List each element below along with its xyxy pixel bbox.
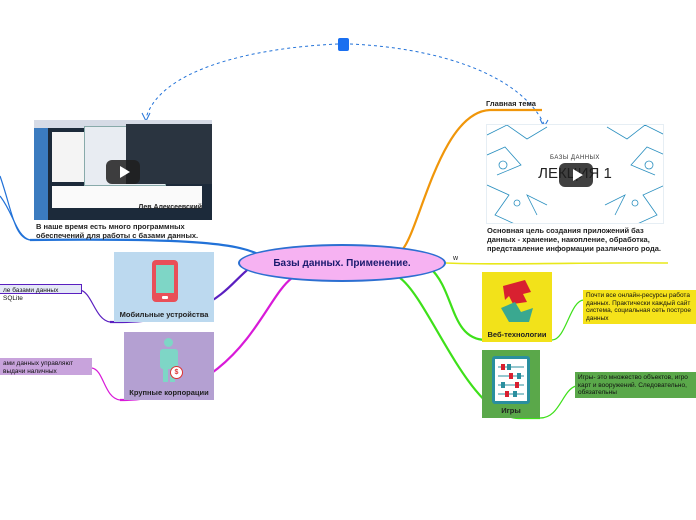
corporations-tile[interactable]: $ Крупные корпорации [124, 332, 214, 400]
lecture-caption: Основная цель создания приложений баз да… [487, 226, 661, 253]
central-topic-label: Базы данных. Применение. [273, 257, 411, 269]
businessman-icon: $ [158, 338, 183, 382]
play-icon[interactable] [559, 163, 593, 187]
video-caption: В наше время есть много программных обес… [36, 222, 199, 240]
link-corp-note [91, 367, 121, 401]
link-web-note [551, 299, 585, 341]
relationship-arc-right [349, 43, 545, 125]
main-topic-label[interactable]: Главная тема [486, 99, 536, 108]
abacus-icon [492, 356, 530, 404]
relationship-handle[interactable] [338, 38, 349, 51]
corporations-note[interactable]: ами данных управляют выдачи наличных [0, 358, 92, 375]
web-technologies-tile[interactable]: Веб-технологии [482, 272, 552, 342]
mobile-note[interactable]: ле базами данных SQLite [0, 284, 82, 302]
link-video-sub2 [0, 195, 31, 241]
mobile-devices-label: Мобильные устройства [119, 310, 209, 319]
relationship-arc-left [145, 43, 339, 119]
lecture-small-title: БАЗЫ ДАННЫХ [550, 155, 600, 161]
central-topic[interactable]: Базы данных. Применение. [238, 244, 446, 282]
games-label: Игры [501, 406, 521, 415]
link-web [429, 267, 487, 342]
tablet-icon [152, 260, 178, 302]
dollar-coin-icon: $ [170, 366, 183, 379]
link-video-sub1 [0, 175, 31, 241]
mobile-devices-tile[interactable]: Мобильные устройства [114, 252, 214, 322]
games-note[interactable]: Игры- это множество объектов, игро карт … [575, 372, 696, 398]
corporations-label: Крупные корпорации [129, 388, 209, 397]
web-note[interactable]: Почти все онлайн-ресурсы работа данных. … [583, 290, 696, 324]
stray-text: w [453, 255, 459, 262]
link-mobile-note [79, 289, 111, 323]
video-thumbnail-software[interactable]: Лев Алексеевский [34, 120, 212, 220]
link-yellow [429, 261, 669, 265]
web-technologies-label: Веб-технологии [487, 330, 547, 339]
video-author: Лев Алексеевский [138, 204, 202, 211]
link-main-topic [401, 108, 542, 251]
link-games-note [539, 385, 577, 419]
lecture-thumbnail[interactable]: БАЗЫ ДАННЫХ ЛЕКЦИЯ 1 [486, 124, 664, 224]
link-video [29, 238, 263, 257]
play-icon[interactable] [106, 160, 140, 184]
web-arrows-icon [497, 278, 537, 324]
games-tile[interactable]: Игры [482, 350, 540, 418]
